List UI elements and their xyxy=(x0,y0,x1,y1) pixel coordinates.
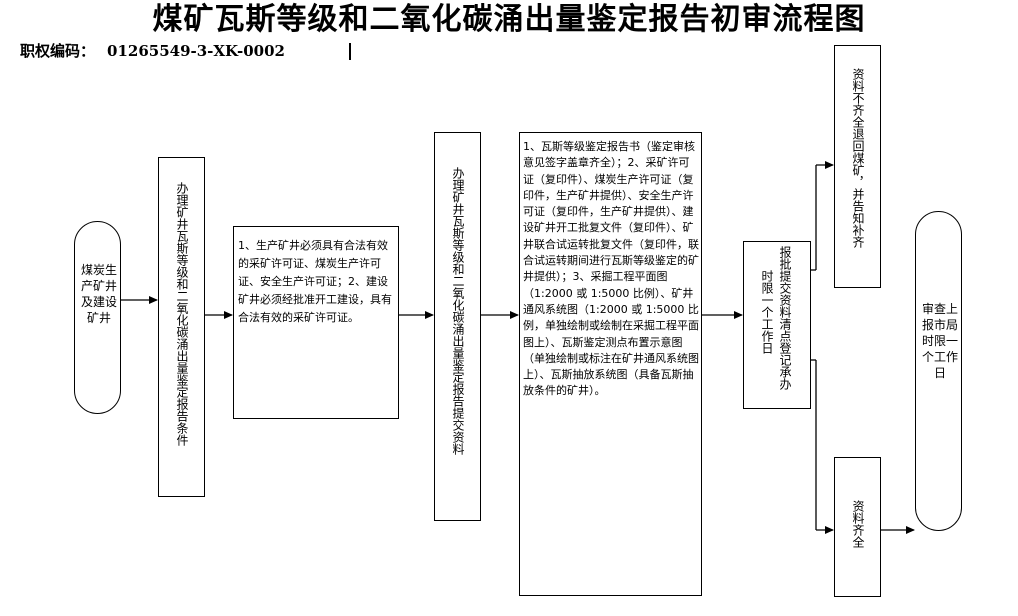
permission-code-value: 01265549-3-XK-0002 xyxy=(107,42,285,60)
materials-list-box: 1、瓦斯等级鉴定报告书（鉴定审核意见签字盖章齐全）；2、采矿许可证（复印件）、煤… xyxy=(519,132,702,596)
step2-materials-box: 办理矿井瓦斯等级和二氧化碳涌出量鉴定报告提交资料 xyxy=(434,132,481,521)
text-cursor xyxy=(349,43,351,60)
complete-text: 资料齐全 xyxy=(851,500,865,548)
step1-condition-text: 办理矿井瓦斯等级和二氧化碳涌出量鉴定报告条件 xyxy=(175,182,189,446)
materials-list-text: 1、瓦斯等级鉴定报告书（鉴定审核意见签字盖章齐全）；2、采矿许可证（复印件）、煤… xyxy=(523,140,699,398)
complete-box: 资料齐全 xyxy=(834,457,881,597)
page-title: 煤矿瓦斯等级和二氧化碳涌出量鉴定报告初审流程图 xyxy=(152,2,866,37)
incomplete-box: 资料不齐全退回煤矿，并告知补齐 xyxy=(834,45,881,288)
register-text-main: 报批提交资料清点登记承办 xyxy=(778,246,792,390)
report-node: 审查上报市局时限一个工作日 xyxy=(915,211,962,531)
step2-materials-text: 办理矿井瓦斯等级和二氧化碳涌出量鉴定报告提交资料 xyxy=(451,167,465,455)
permission-code: 职权编码： 01265549-3-XK-0002 xyxy=(20,40,285,62)
conditions-text: 1、生产矿井必须具有合法有效的采矿许可证、煤炭生产许可证、安全生产许可证；2、建… xyxy=(238,239,392,324)
conditions-box: 1、生产矿井必须具有合法有效的采矿许可证、煤炭生产许可证、安全生产许可证；2、建… xyxy=(233,226,399,419)
permission-code-label: 职权编码： xyxy=(20,42,96,60)
step1-condition-box: 办理矿井瓦斯等级和二氧化碳涌出量鉴定报告条件 xyxy=(158,157,205,497)
register-box: 报批提交资料清点登记承办 时限一个工作日 xyxy=(743,241,811,409)
start-node-text: 煤炭生产矿井及建设矿井 xyxy=(80,263,117,325)
start-node: 煤炭生产矿井及建设矿井 xyxy=(74,221,121,414)
incomplete-text: 资料不齐全退回煤矿，并告知补齐 xyxy=(851,68,865,248)
register-text-time: 时限一个工作日 xyxy=(760,270,774,354)
report-text: 审查上报市局时限一个工作日 xyxy=(921,302,958,380)
